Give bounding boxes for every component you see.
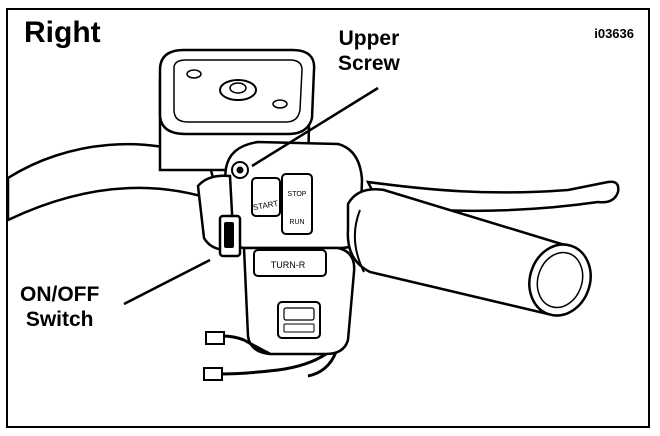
start-label: START [252,199,279,212]
master-cylinder-reservoir [158,48,316,172]
upper-screw-callout-line2: Screw [338,52,400,75]
on-off-switch-callout: ON/OFF Switch [20,282,99,332]
figure-id: i03636 [594,26,634,41]
upper-screw-leader-line [251,86,379,168]
handlebar-illustration: START STOP RUN TURN-R [8,48,620,381]
turn-r-label: TURN-R [271,260,306,270]
switch-housing: START STOP RUN TURN-R [196,140,364,356]
throttle-grip [346,188,592,317]
on-off-switch-callout-line1: ON/OFF [20,283,100,306]
stop-label: STOP [288,191,307,198]
wire-connector [205,331,225,345]
on-off-switch-leader-line [123,258,211,306]
figure-heading: Right [24,16,101,49]
on-off-switch-rocker [224,222,234,248]
wiring-harness [219,334,338,378]
run-label: RUN [289,219,304,226]
upper-screw-callout-line1: Upper [338,27,400,50]
on-off-switch-callout-line2: Switch [25,308,94,331]
upper-screw-callout: Upper Screw [338,26,400,76]
figure-frame: START STOP RUN TURN-R Rig [6,8,650,428]
wire-connector [203,367,223,381]
